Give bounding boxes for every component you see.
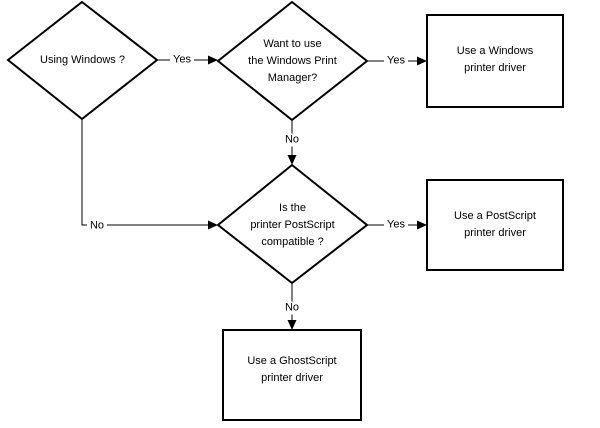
edge-label-using-windows-no: No	[86, 219, 108, 233]
label-line: Use a PostScript	[454, 210, 536, 222]
label-line: Use a Windows	[456, 45, 534, 57]
decision-using-windows-label: Using Windows ?	[40, 54, 125, 66]
arrowhead-right-icon	[417, 220, 427, 230]
arrowhead-down-icon	[287, 155, 297, 165]
decision-postscript-compatible-shape	[216, 163, 369, 285]
decision-postscript-compatible-label: Is the printer PostScript compatible ?	[218, 200, 367, 251]
label-line: printer driver	[464, 62, 526, 74]
arrowhead-right-icon	[208, 220, 218, 230]
arrowhead-down-icon	[287, 320, 297, 330]
arrowhead-right-icon	[208, 55, 218, 65]
decision-print-manager-label: Want to use the Windows Print Manager?	[218, 36, 367, 87]
label-line: Manager?	[267, 72, 318, 84]
edge-label-using-windows-yes: Yes	[170, 53, 194, 67]
process-windows-driver-label: Use a Windows printer driver	[427, 43, 563, 77]
label-line: Is the	[279, 202, 306, 214]
label-line: compatible ?	[261, 236, 324, 248]
edge-label-print-manager-yes: Yes	[384, 54, 408, 68]
label-line: printer PostScript	[250, 219, 335, 231]
label-line: the Windows Print	[248, 55, 337, 67]
process-ghostscript-driver-shape	[222, 329, 362, 421]
edge-label-compatible-yes: Yes	[384, 218, 408, 232]
label-line: printer driver	[261, 372, 323, 384]
process-windows-driver-shape	[426, 14, 564, 108]
edge-label-print-manager-no: No	[281, 133, 303, 147]
process-postscript-driver-shape	[426, 179, 564, 271]
label-line: Use a GhostScript	[247, 355, 337, 367]
label-line: printer driver	[464, 227, 526, 239]
decision-print-manager-shape	[216, 0, 369, 122]
decision-using-windows-shape	[6, 0, 159, 121]
process-ghostscript-driver-label: Use a GhostScript printer driver	[223, 353, 361, 387]
process-postscript-driver-label: Use a PostScript printer driver	[427, 208, 563, 242]
label-line: Want to use	[263, 38, 322, 50]
edge-label-compatible-no: No	[281, 301, 303, 315]
arrowhead-right-icon	[417, 56, 427, 66]
connector-using-windows-no	[81, 119, 210, 226]
